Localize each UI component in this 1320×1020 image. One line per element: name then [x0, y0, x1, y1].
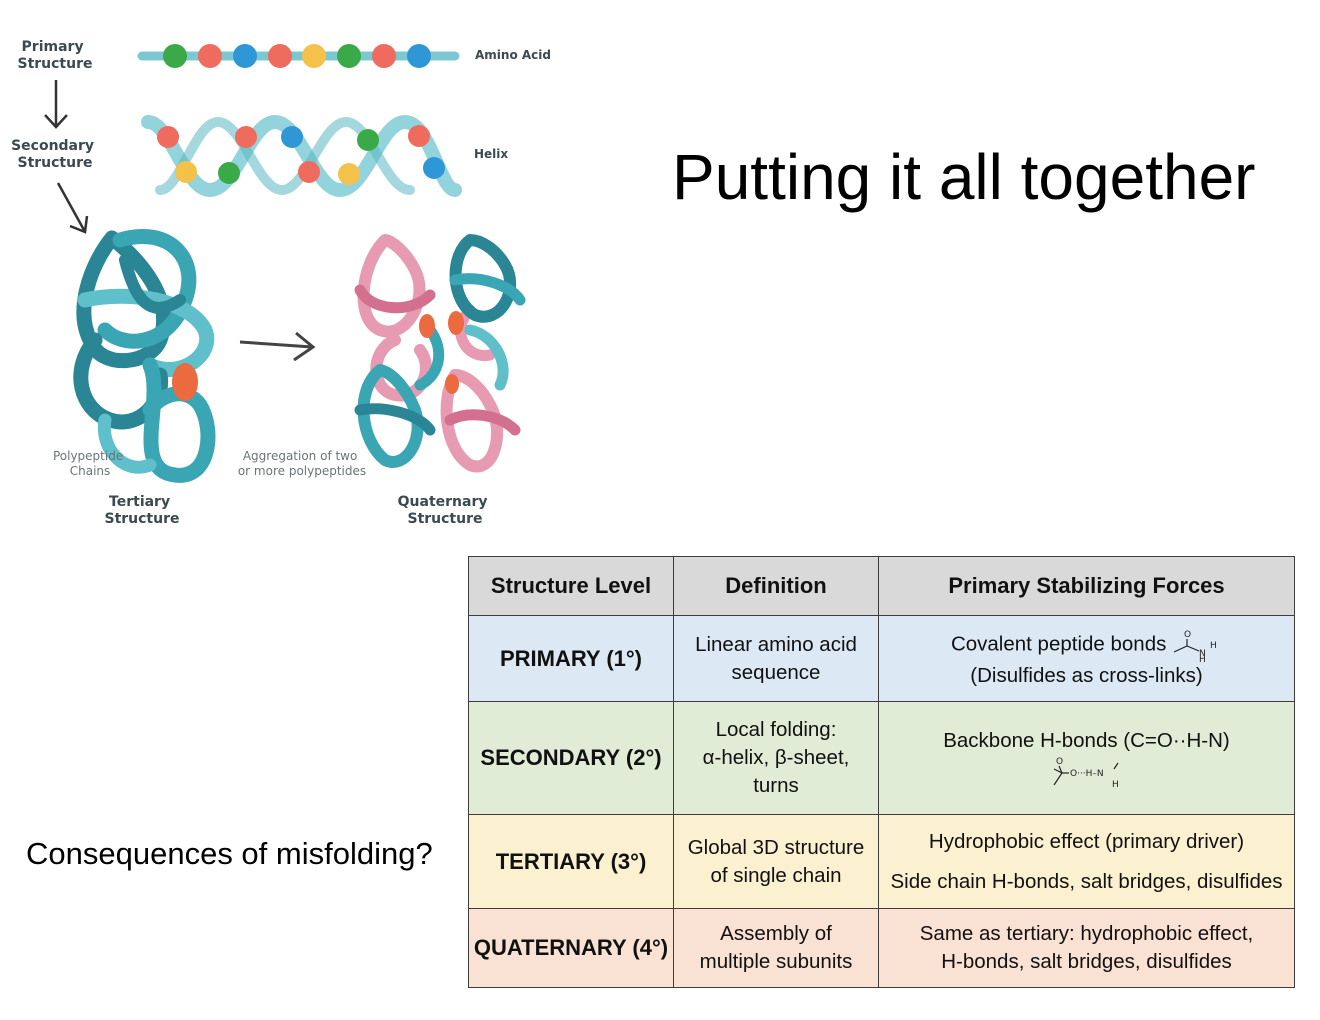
accent-blob — [419, 314, 435, 338]
header-stabilizing-forces: Primary Stabilizing Forces — [878, 556, 1295, 616]
forces-primary: Covalent peptide bonds O N H H (Disulfid… — [878, 614, 1295, 703]
amino-acid-bead — [198, 44, 222, 68]
secondary-structure-label: Secondary Structure — [11, 138, 99, 171]
header-structure-level: Structure Level — [468, 556, 674, 616]
definition-primary: Linear amino acid sequence — [673, 614, 879, 703]
table-row-tertiary: TERTIARY (3°) Global 3D structure of sin… — [468, 814, 1295, 909]
helix-label: Helix — [474, 147, 508, 161]
helix-bead — [423, 157, 445, 179]
tertiary-structure-label: Tertiary Structure — [104, 494, 179, 527]
level-tertiary: TERTIARY (3°) — [468, 814, 674, 909]
table-row-primary: PRIMARY (1°) Linear amino acid sequence … — [468, 614, 1295, 703]
misfolding-question: Consequences of misfolding? — [26, 836, 433, 871]
svg-text:O: O — [1184, 630, 1191, 640]
table-row-quaternary: QUATERNARY (4°) Assembly of multiple sub… — [468, 907, 1295, 989]
amino-acid-chain — [137, 44, 460, 68]
protein-structure-diagram: Primary Structure Amino Acid Secondary S… — [11, 39, 551, 527]
quaternary-structure-ribbon — [354, 234, 526, 473]
amino-acid-label: Amino Acid — [475, 48, 551, 62]
helix-ribbon — [141, 114, 462, 198]
amino-acid-bead — [163, 44, 187, 68]
svg-text:H: H — [1112, 780, 1119, 789]
helix-bead — [408, 125, 430, 147]
slide-title: Putting it all together — [672, 141, 1256, 213]
level-quaternary: QUATERNARY (4°) — [468, 907, 674, 989]
svg-text:H: H — [1199, 655, 1206, 662]
tertiary-structure-ribbon — [73, 228, 216, 483]
polypeptide-chains-label: Polypeptide Chains — [53, 449, 127, 478]
level-primary: PRIMARY (1°) — [468, 614, 674, 703]
helix-bead — [235, 126, 257, 148]
forces-quaternary: Same as tertiary: hydrophobic effect, H-… — [878, 907, 1295, 989]
arrow-secondary-to-tertiary — [56, 182, 89, 234]
accent-blob — [172, 363, 198, 401]
protein-structure-table: Structure Level Definition Primary Stabi… — [468, 556, 1295, 989]
amino-acid-bead — [337, 44, 361, 68]
forces-tertiary: Hydrophobic effect (primary driver) Side… — [878, 814, 1295, 909]
quaternary-structure-label: Quaternary Structure — [398, 494, 493, 527]
accent-blob — [445, 374, 459, 394]
hydrogen-bond-icon: O O···H–N H — [1053, 757, 1119, 789]
forces-secondary: Backbone H-bonds (C=O··H-N) O O···H–N H — [878, 701, 1295, 816]
helix-bead — [338, 163, 360, 185]
definition-tertiary: Global 3D structure of single chain — [673, 814, 879, 909]
header-definition: Definition — [673, 556, 879, 616]
amino-acid-bead — [268, 44, 292, 68]
svg-text:O···H–N: O···H–N — [1070, 769, 1104, 779]
helix-bead — [298, 161, 320, 183]
accent-blob — [448, 311, 464, 335]
svg-text:H: H — [1210, 641, 1217, 651]
primary-structure-label: Primary Structure — [17, 39, 92, 72]
helix-bead — [357, 129, 379, 151]
table-header-row: Structure Level Definition Primary Stabi… — [468, 556, 1295, 616]
helix-bead — [157, 126, 179, 148]
arrow-tertiary-to-quaternary — [239, 331, 316, 362]
svg-text:O: O — [1056, 757, 1063, 767]
amino-acid-bead — [407, 44, 431, 68]
level-secondary: SECONDARY (2°) — [468, 701, 674, 816]
arrow-primary-to-secondary — [44, 80, 68, 129]
helix-bead — [281, 126, 303, 148]
helix-bead — [175, 161, 197, 183]
helix-bead — [218, 162, 240, 184]
table-row-secondary: SECONDARY (2°) Local folding: α-helix, β… — [468, 701, 1295, 816]
definition-quaternary: Assembly of multiple subunits — [673, 907, 879, 989]
aggregation-label: Aggregation of two or more polypeptides — [238, 449, 366, 478]
svg-text:N: N — [1199, 649, 1206, 659]
definition-secondary: Local folding: α-helix, β-sheet, turns — [673, 701, 879, 816]
amino-acid-bead — [302, 44, 326, 68]
amino-acid-bead — [233, 44, 257, 68]
peptide-bond-icon: O N H H — [1173, 630, 1217, 662]
amino-acid-bead — [372, 44, 396, 68]
